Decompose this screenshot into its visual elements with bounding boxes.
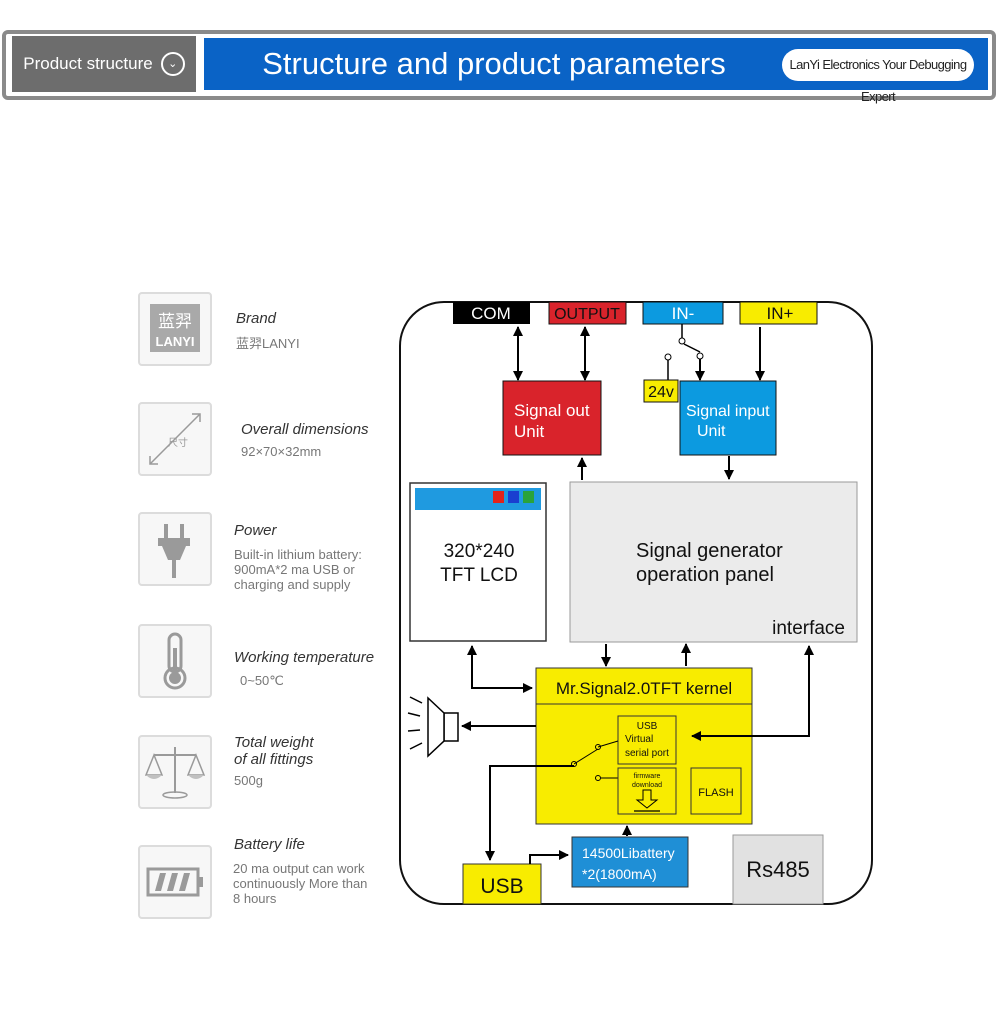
speaker-icon bbox=[407, 696, 459, 758]
svg-text:IN-: IN- bbox=[672, 304, 695, 323]
firmware-download-block: firmware download bbox=[617, 767, 677, 815]
svg-text:Rs485: Rs485 bbox=[746, 857, 810, 882]
svg-text:Signal input: Signal input bbox=[686, 403, 770, 420]
brand-tagline: LanYi Electronics Your Debugging Expert bbox=[782, 49, 974, 104]
rs485-block: Rs485 bbox=[732, 834, 824, 905]
spec-brand-value: 蓝羿LANYI bbox=[236, 336, 300, 351]
svg-text:FLASH: FLASH bbox=[698, 787, 734, 799]
svg-text:Virtual: Virtual bbox=[625, 734, 653, 745]
product-structure-button[interactable]: Product structure ⌄ bbox=[12, 36, 196, 92]
port-in-minus: IN- bbox=[642, 301, 724, 325]
svg-text:USB: USB bbox=[637, 721, 658, 732]
spec-weight-value: 500g bbox=[234, 773, 263, 788]
usb-block: USB bbox=[462, 863, 542, 905]
port-in-plus: IN+ bbox=[739, 301, 818, 325]
port-com: COM bbox=[453, 302, 530, 324]
svg-text:320*240: 320*240 bbox=[444, 541, 515, 562]
spec-dimensions-value: 92×70×32mm bbox=[241, 444, 322, 459]
power-plug-icon bbox=[138, 512, 212, 586]
svg-text:TFT LCD: TFT LCD bbox=[440, 565, 518, 586]
spec-dimensions-heading: Overall dimensions bbox=[241, 421, 369, 438]
usb-virtual-serial-block: USB Virtual serial port bbox=[617, 715, 677, 765]
battery-icon bbox=[138, 845, 212, 919]
svg-text:download: download bbox=[632, 782, 662, 789]
dimensions-icon: 尺寸 bbox=[138, 402, 212, 476]
scale-icon bbox=[138, 735, 212, 809]
svg-text:COM: COM bbox=[471, 304, 511, 323]
operation-panel-block: Signal generator operation panel interfa… bbox=[569, 481, 858, 643]
svg-text:USB: USB bbox=[480, 875, 523, 898]
flash-block: FLASH bbox=[690, 767, 742, 815]
spec-brand-heading: Brand bbox=[236, 310, 277, 327]
spec-temperature-value: 0~50℃ bbox=[240, 673, 284, 688]
svg-text:Unit: Unit bbox=[514, 422, 545, 441]
svg-text:IN+: IN+ bbox=[767, 304, 794, 323]
svg-text:LANYI: LANYI bbox=[156, 334, 195, 349]
svg-text:serial port: serial port bbox=[625, 748, 669, 759]
svg-text:Signal out: Signal out bbox=[514, 401, 590, 420]
spec-battery-heading: Battery life bbox=[234, 836, 305, 853]
svg-text:14500Libattery: 14500Libattery bbox=[582, 845, 675, 861]
svg-text:OUTPUT: OUTPUT bbox=[554, 306, 620, 323]
battery-block: 14500Libattery *2(1800mA) bbox=[571, 836, 689, 888]
signal-out-unit: Signal out Unit bbox=[502, 380, 602, 456]
svg-text:尺寸: 尺寸 bbox=[168, 436, 188, 449]
svg-text:Mr.Signal2.0TFT kernel: Mr.Signal2.0TFT kernel bbox=[556, 679, 732, 698]
spec-power-value: Built-in lithium battery: 900mA*2 ma USB… bbox=[234, 547, 362, 592]
port-output: OUTPUT bbox=[548, 301, 627, 325]
spec-weight-heading: Total weight of all fittings bbox=[234, 734, 314, 768]
thermometer-icon bbox=[138, 624, 212, 698]
voltage-24v-label: 24v bbox=[643, 379, 679, 403]
svg-text:蓝羿: 蓝羿 bbox=[158, 312, 192, 331]
svg-text:interface: interface bbox=[772, 618, 845, 639]
title-bar: Structure and product parameters LanYi E… bbox=[204, 38, 988, 104]
svg-text:*2(1800mA): *2(1800mA) bbox=[582, 866, 657, 882]
svg-text:Unit: Unit bbox=[697, 423, 726, 440]
svg-text:firmware: firmware bbox=[634, 773, 661, 780]
spec-battery-value: 20 ma output can work continuously More … bbox=[233, 861, 368, 906]
lcd-block: 320*240 TFT LCD bbox=[409, 482, 547, 642]
product-structure-label: Product structure bbox=[23, 54, 153, 73]
spec-temperature-heading: Working temperature bbox=[234, 649, 375, 666]
chevron-down-icon: ⌄ bbox=[160, 52, 185, 76]
spec-power-heading: Power bbox=[234, 522, 277, 539]
svg-text:Signal generator: Signal generator bbox=[636, 540, 783, 562]
svg-text:operation panel: operation panel bbox=[636, 564, 774, 586]
page-title: Structure and product parameters bbox=[262, 46, 726, 81]
brand-logo-icon: 蓝羿 LANYI bbox=[138, 292, 212, 366]
svg-text:24v: 24v bbox=[648, 384, 674, 401]
signal-input-unit: Signal input Unit bbox=[679, 380, 777, 456]
